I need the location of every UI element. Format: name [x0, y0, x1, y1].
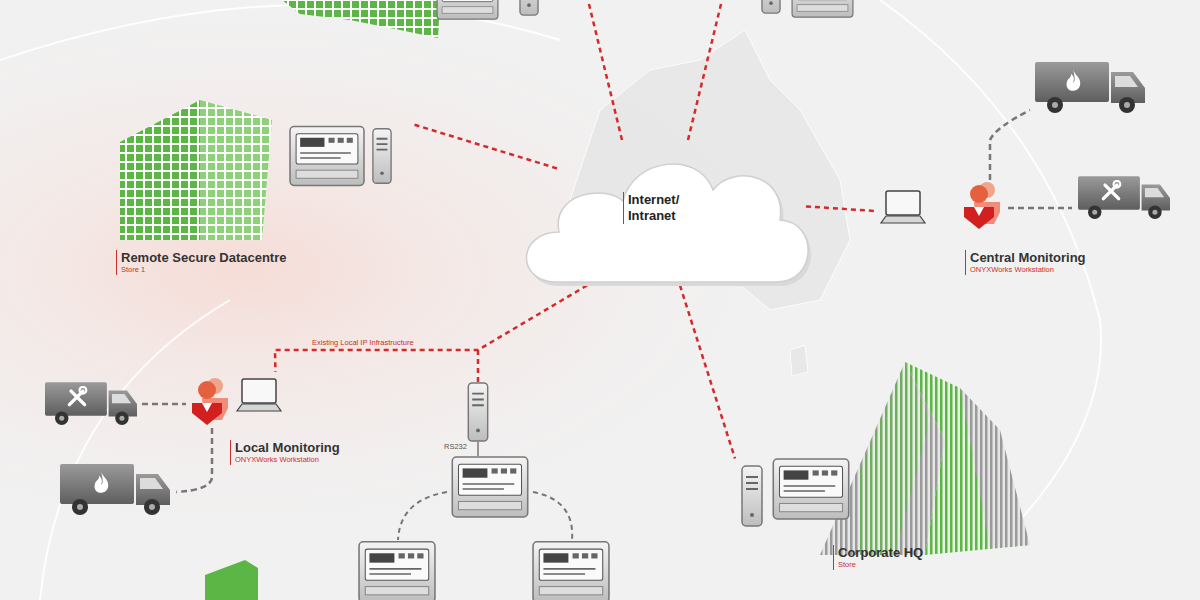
site-caption: Corporate HQStore — [833, 545, 923, 570]
site-title: Local Monitoring — [235, 440, 340, 455]
site-caption: Local MonitoringONYXWorks Workstation — [230, 440, 340, 465]
dashed-link — [412, 124, 557, 168]
site-subtitle: Store 1 — [121, 265, 286, 275]
site-title: Central Monitoring — [970, 250, 1086, 265]
cloud-label: Internet/ Intranet — [623, 192, 700, 224]
site-title: Remote Secure Datacentre — [121, 250, 286, 265]
network-link — [806, 206, 875, 211]
site-subtitle: Store — [838, 560, 923, 570]
network-cloud: Internet/ Intranet — [515, 138, 815, 290]
dashed-link — [275, 285, 587, 372]
site-subtitle: ONYXWorks Workstation — [235, 455, 340, 465]
hq-building — [742, 362, 1030, 555]
dashed-link — [680, 285, 735, 458]
upper-sites — [282, 0, 853, 38]
dashed-link — [806, 206, 875, 211]
monitoring-station: Central MonitoringONYXWorks Workstation — [875, 178, 1115, 288]
link-label: Existing Local IP Infrastructure — [312, 338, 414, 347]
globe-arcs — [0, 0, 1101, 600]
datacentre-building — [120, 100, 391, 240]
port-label: RS232 — [444, 442, 467, 451]
upper-links — [588, 0, 722, 140]
site-caption: Remote Secure DatacentreStore 1 — [116, 250, 286, 275]
monitoring-station: Local MonitoringONYXWorks Workstation — [188, 372, 378, 476]
network-link — [412, 124, 557, 168]
central-vehicles — [881, 62, 1170, 229]
site-block: Corporate HQStore — [735, 355, 1035, 585]
network-link — [275, 285, 587, 372]
site-caption: Central MonitoringONYXWorks Workstation — [965, 250, 1086, 275]
site-subtitle: ONYXWorks Workstation — [970, 265, 1086, 275]
local-equipment — [205, 350, 609, 600]
network-link — [680, 285, 735, 458]
site-title: Corporate HQ — [838, 545, 923, 560]
site-block: Remote Secure DatacentreStore 1 — [112, 90, 412, 290]
